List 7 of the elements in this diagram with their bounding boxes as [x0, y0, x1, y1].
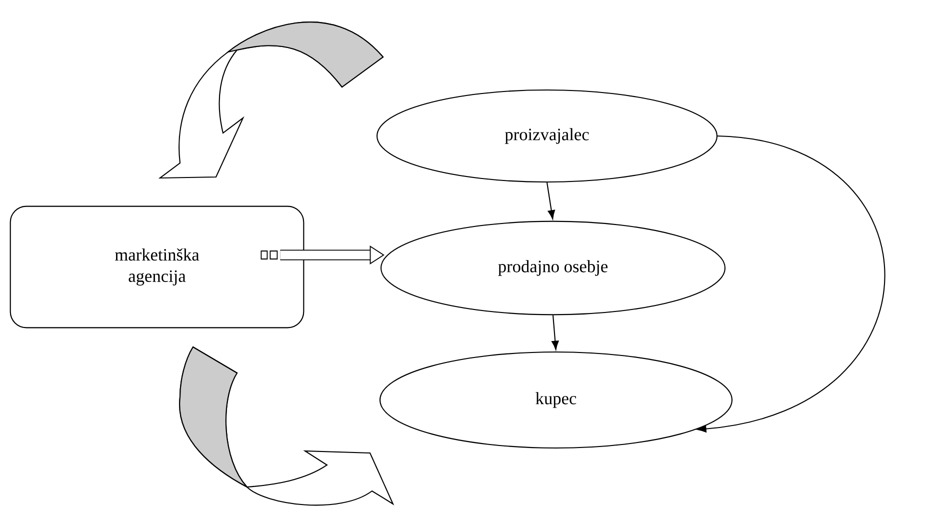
curved-block-arrow	[159, 22, 384, 179]
rounded-box: marketinška agencija	[10, 206, 304, 328]
arrow	[546, 182, 555, 220]
curved-block-arrow	[179, 346, 394, 506]
arrow	[552, 315, 559, 350]
arrow	[697, 135, 886, 432]
block-arrow	[260, 246, 384, 264]
